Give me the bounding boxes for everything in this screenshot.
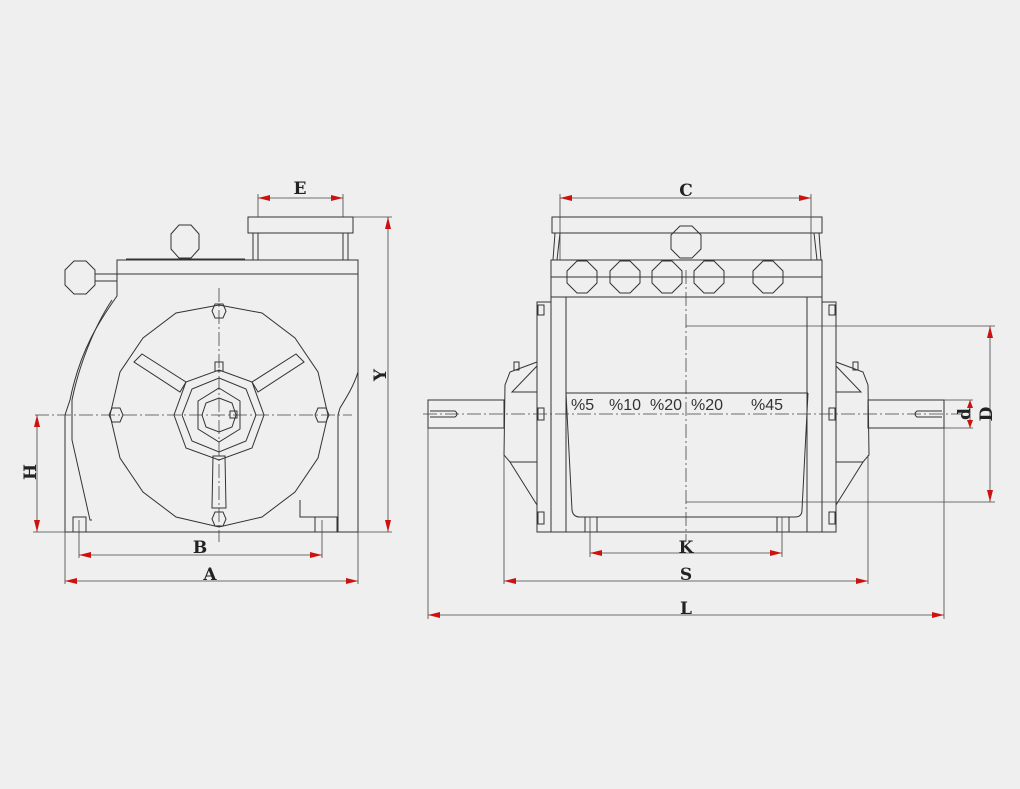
bolt-row bbox=[566, 260, 784, 294]
knob-side bbox=[64, 260, 96, 295]
side-view: %5 %10 %20 %20 %45 bbox=[423, 216, 962, 542]
knob-top bbox=[170, 224, 200, 259]
tap-label: %20 bbox=[650, 397, 682, 414]
dim-label-d: d bbox=[955, 408, 975, 420]
dim-label-b: B bbox=[193, 538, 207, 558]
tap-label: %5 bbox=[571, 397, 594, 414]
tap-label: %45 bbox=[751, 397, 783, 414]
front-view bbox=[35, 216, 359, 542]
dim-label-s: S bbox=[680, 565, 692, 585]
dim-label-h: H bbox=[21, 464, 41, 480]
side-dimensions: C D d K S L bbox=[427, 181, 997, 619]
tap-label: %20 bbox=[691, 397, 723, 414]
tap-label: %10 bbox=[609, 397, 641, 414]
dim-label-D: D bbox=[977, 406, 997, 421]
dim-label-e: E bbox=[294, 179, 307, 199]
dim-label-y: Y bbox=[371, 368, 391, 382]
tap-ratio-labels: %5 %10 %20 %20 %45 bbox=[571, 397, 783, 414]
front-dimensions: E Y H B A bbox=[21, 179, 392, 585]
dim-label-l: L bbox=[680, 599, 692, 619]
dim-label-c: C bbox=[679, 181, 693, 201]
dim-label-a: A bbox=[202, 565, 217, 585]
dim-label-k: K bbox=[679, 538, 695, 558]
knob-top bbox=[670, 225, 702, 259]
